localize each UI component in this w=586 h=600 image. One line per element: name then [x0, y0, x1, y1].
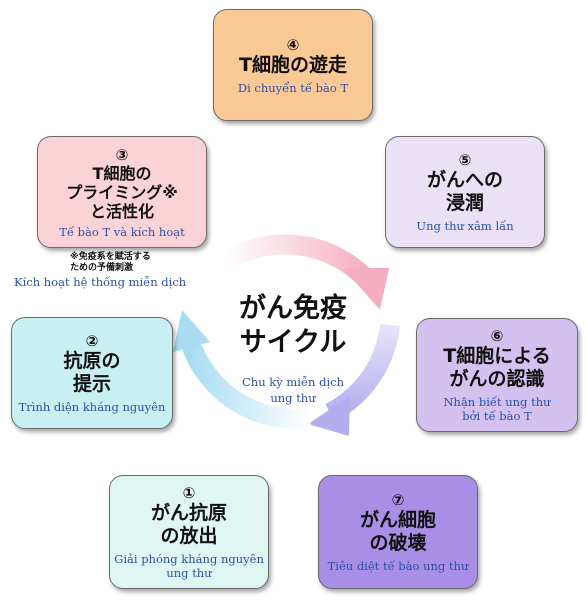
step-3-translation: Tế bào T và kích hoạt	[59, 224, 185, 239]
step-5-number: ⑤	[458, 151, 472, 169]
cycle-title: がん免疫 サイクル	[239, 293, 347, 358]
step-4-translation: Di chuyển tế bào T	[237, 80, 349, 95]
step-6-translation: Nhận biết ung thư bởi tế bào T	[443, 395, 551, 423]
step-3-box: ③ T細胞の プライミング※ と活性化 Tế bào T và kích hoạ…	[37, 136, 207, 248]
step-3-title: T細胞の プライミング※ と活性化	[66, 163, 178, 221]
step-5-title: がんへの 浸潤	[426, 169, 503, 214]
step-6-number: ⑥	[490, 327, 504, 345]
step-1-translation: Giải phóng kháng nguyên ung thư	[114, 552, 264, 580]
step-1-box: ① がん抗原 の放出 Giải phóng kháng nguyên ung t…	[109, 475, 269, 589]
step-6-title: T細胞による がんの認識	[443, 345, 551, 390]
step-3-number: ③	[115, 145, 129, 164]
step-4-title: T細胞の遊走	[239, 53, 347, 76]
ring-arrowhead-lightblue	[173, 310, 210, 352]
cycle-title-translation: Chu kỳ miễn dịch ung thư	[242, 375, 344, 405]
step-1-number: ①	[182, 484, 196, 502]
priming-footnote: ※免疫系を賦活する ための予備刺激	[70, 252, 151, 273]
ring-arrowhead-lavender	[308, 396, 350, 436]
step-7-translation: Tiêu diệt tế bào ung thư	[327, 559, 469, 573]
ring-arc-lightblue	[180, 338, 312, 429]
step-4-number: ④	[286, 35, 300, 54]
step-1-title: がん抗原 の放出	[150, 502, 227, 547]
step-7-number: ⑦	[391, 491, 405, 509]
step-2-translation: Trình diện kháng nguyên	[18, 400, 166, 414]
step-5-box: ⑤ がんへの 浸潤 Ung thư xâm lấn	[385, 136, 545, 248]
ring-arc-pink	[219, 234, 376, 288]
priming-footnote-translation: Kích hoạt hệ thống miễn dịch	[14, 275, 187, 289]
step-7-title: がん細胞 の破壊	[359, 509, 436, 554]
step-2-box: ② 抗原の 提示 Trình diện kháng nguyên	[11, 317, 173, 429]
ring-arrowhead-pink	[343, 268, 389, 310]
step-6-box: ⑥ T細胞による がんの認識 Nhận biết ung thư bởi tế …	[416, 318, 578, 432]
step-5-translation: Ung thư xâm lấn	[416, 219, 514, 233]
step-4-box: ④ T細胞の遊走 Di chuyển tế bào T	[213, 9, 373, 121]
step-2-title: 抗原の 提示	[63, 350, 121, 395]
step-7-box: ⑦ がん細胞 の破壊 Tiêu diệt tế bào ung thư	[318, 475, 478, 589]
step-2-number: ②	[85, 332, 99, 350]
